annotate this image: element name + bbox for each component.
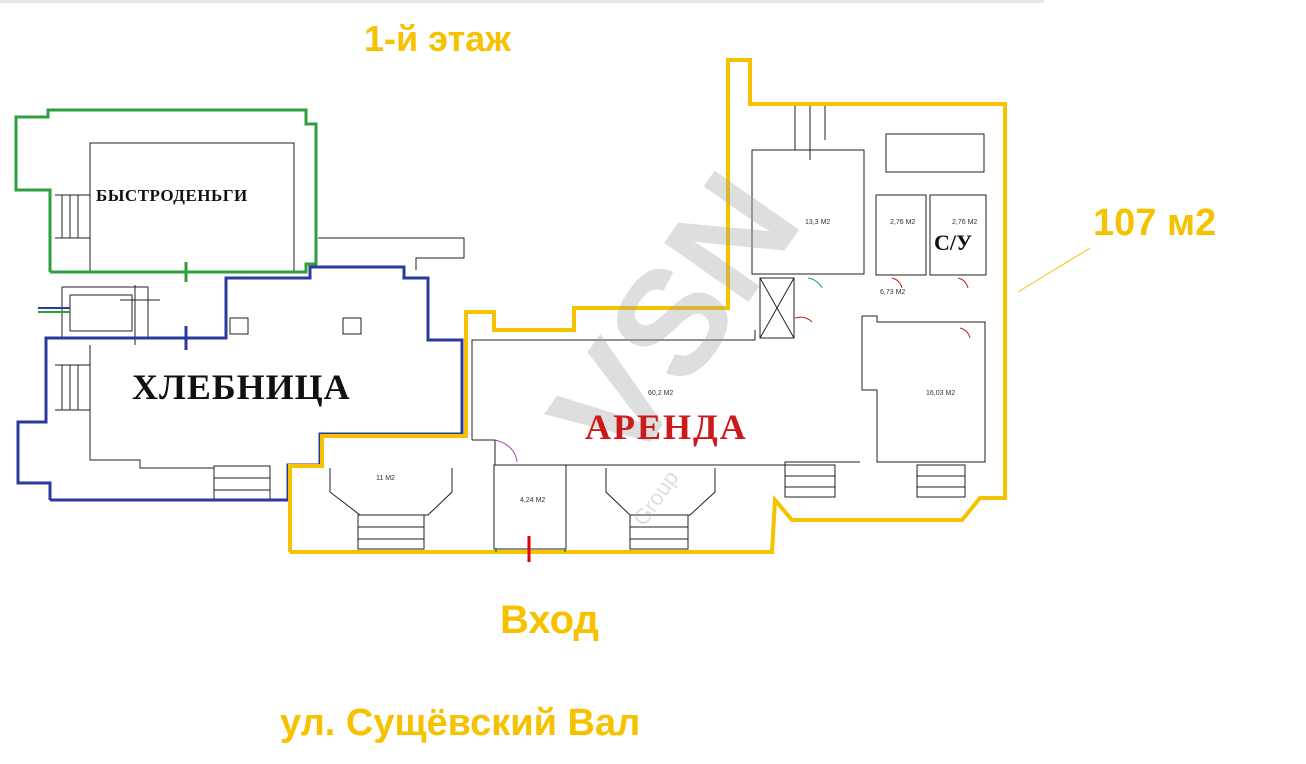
room-area-label: 13,3 М2 bbox=[805, 219, 831, 226]
room-area-label: 2,76 М2 bbox=[952, 219, 978, 226]
room-area-label: 6,73 М2 bbox=[880, 289, 906, 296]
tenant-bystrodengi-label: БЫСТРОДЕНЬГИ bbox=[96, 186, 248, 205]
room-area-label: 2,76 М2 bbox=[890, 219, 916, 226]
room-area-label: 11 М2 bbox=[376, 475, 395, 482]
rent-outline bbox=[288, 58, 1007, 554]
door-swings bbox=[494, 277, 971, 463]
room-area-label: 4,24 М2 bbox=[520, 497, 546, 504]
total-area-label: 107 м2 bbox=[1093, 202, 1217, 244]
entrance-label: Вход bbox=[500, 598, 599, 642]
top-border-line bbox=[0, 0, 1044, 3]
tenant1-outline bbox=[14, 108, 318, 274]
street-label: ул. Сущёвский Вал bbox=[280, 702, 641, 744]
tenant-hlebnitsa-label: ХЛЕБНИЦА bbox=[132, 367, 351, 407]
room-area-label: 16,03 М2 bbox=[926, 390, 956, 397]
floor-title: 1-й этаж bbox=[364, 18, 511, 59]
room-area-label: 60,2 М2 bbox=[648, 390, 674, 397]
rent-label: АРЕНДА bbox=[585, 407, 748, 447]
wc-label: С/У bbox=[934, 230, 973, 255]
plan-walls bbox=[55, 102, 987, 550]
